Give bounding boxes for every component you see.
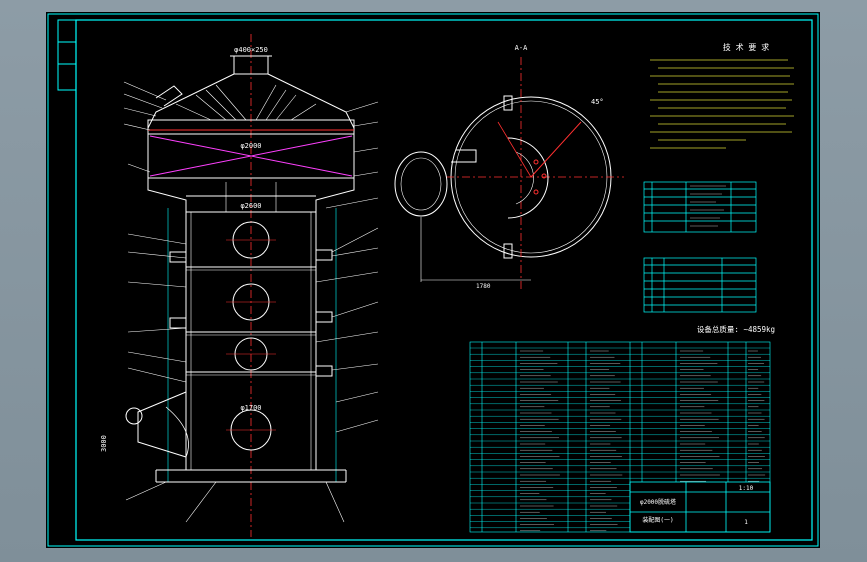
leader-lines (123, 81, 379, 523)
width-dim-b-label: φ2600 (240, 202, 261, 210)
scale-label: 1:10 (739, 485, 754, 492)
tech-req-title: 技 术 要 求 (723, 42, 769, 52)
ring-dim-label: φ1700 (240, 404, 261, 412)
tower-elevation (125, 34, 355, 537)
width-dim-a-label: φ2000 (240, 142, 261, 150)
weight-label: 设备总质量: ~4859kg (697, 324, 775, 334)
sheet-number: 1 (744, 519, 748, 526)
title-block-name: φ2000脱硫塔 (640, 498, 676, 506)
section-view-aa (394, 57, 624, 292)
title-block (629, 481, 771, 533)
drawing-sheet[interactable]: φ400×250 φ2000 φ2600 φ1700 3000 A-A 45° … (46, 12, 820, 548)
top-dim-label: φ400×250 (234, 46, 268, 54)
drawing-canvas: φ400×250 φ2000 φ2600 φ1700 3000 A-A 45° … (47, 13, 819, 547)
left-dim-label: 3000 (100, 435, 108, 452)
bom-rows (470, 347, 770, 528)
outer-border (47, 13, 819, 547)
inner-border (75, 19, 813, 541)
ext-dim-label: 1780 (476, 283, 491, 290)
bom-marks (520, 350, 766, 532)
design-data-table (643, 181, 757, 233)
tech-requirements: 技 术 要 求 (650, 42, 794, 149)
bom-table (469, 341, 771, 533)
binding-strip (57, 19, 77, 91)
angle-dim-label: 45° (591, 98, 604, 106)
title-block-sub: 装配图(一) (642, 516, 673, 524)
section-label: A-A (515, 44, 528, 52)
nozzle-table (643, 257, 757, 313)
